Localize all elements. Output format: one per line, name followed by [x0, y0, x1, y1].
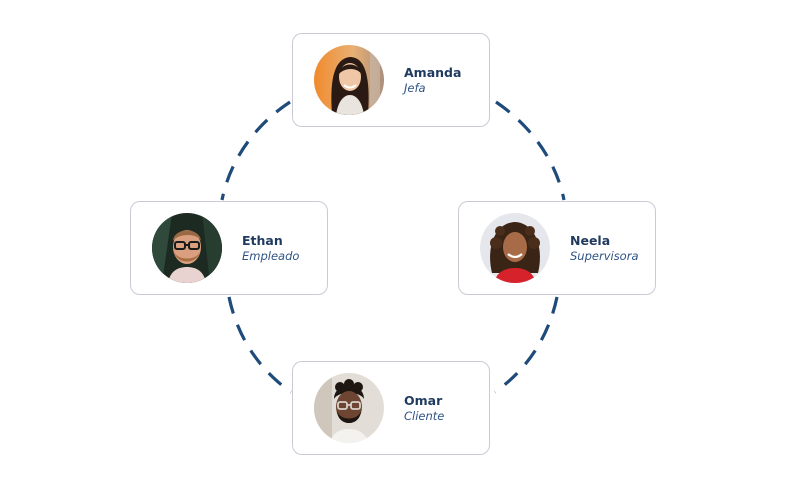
person-role: Jefa — [404, 80, 426, 95]
avatar — [480, 213, 550, 283]
avatar — [314, 373, 384, 443]
person-card-ethan: Ethan Empleado — [130, 201, 328, 295]
avatar — [152, 213, 222, 283]
avatar — [314, 45, 384, 115]
person-role: Cliente — [404, 408, 445, 423]
person-card-neela: Neela Supervisora — [458, 201, 656, 295]
person-card-amanda: Amanda Jefa — [292, 33, 490, 127]
connector-ethan-omar — [227, 296, 292, 394]
person-card-omar: Omar Cliente — [292, 361, 490, 455]
person-name: Neela — [570, 232, 611, 248]
man-with-glasses-portrait-photo-icon — [152, 213, 222, 283]
woman-portrait-photo-icon — [314, 45, 384, 115]
person-name: Amanda — [404, 64, 462, 80]
person-name: Omar — [404, 392, 443, 408]
connector-amanda-ethan — [220, 100, 291, 201]
man-with-glasses-beard-portrait-photo-icon — [314, 373, 384, 443]
woman-curly-hair-portrait-photo-icon — [480, 213, 550, 283]
connector-neela-omar — [494, 296, 559, 394]
person-role: Empleado — [242, 248, 300, 263]
person-role: Supervisora — [570, 248, 639, 263]
connector-amanda-neela — [495, 100, 566, 201]
person-name: Ethan — [242, 232, 283, 248]
